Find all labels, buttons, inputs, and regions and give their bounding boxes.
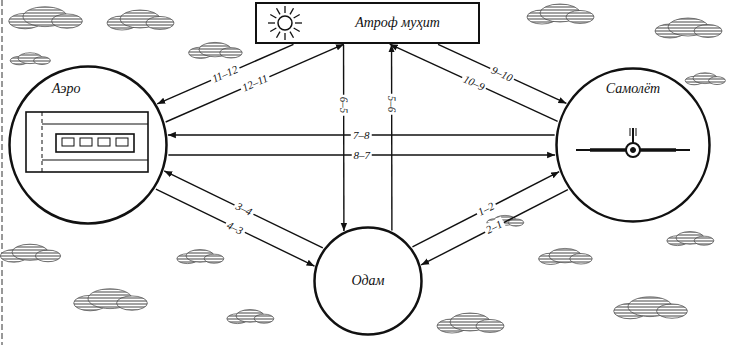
frame-edge (2, 0, 3, 345)
circle-ground (313, 226, 423, 336)
node-label: Одам (351, 273, 384, 288)
flow-arrow (166, 44, 344, 122)
sun-icon (268, 6, 302, 40)
circle-ground (8, 65, 168, 225)
node-label: Самолёт (606, 81, 660, 96)
flow-arrow (412, 172, 559, 247)
flow-number: 10–9 (459, 72, 488, 94)
aircraft-circle: Самолёт (555, 67, 711, 223)
flow-arrow (438, 44, 566, 103)
flow-number: 9–10 (488, 63, 517, 85)
airport-circle: Аэро (8, 65, 168, 225)
flow-number: 7–8 (351, 129, 372, 142)
flow-number: 12–11 (238, 71, 271, 95)
flow-arrow (156, 189, 315, 266)
flow-arrow (421, 190, 568, 265)
airplane-icon (576, 128, 690, 157)
flow-arrow (343, 45, 345, 231)
environment-box: Атроф муҳит (255, 2, 480, 44)
flow-number: 6–5 (337, 94, 350, 115)
flow-number: 11–12 (209, 62, 242, 86)
flow-arrow (164, 171, 323, 248)
human-circle: Одам (313, 226, 423, 336)
flow-number: 4–3 (223, 217, 247, 237)
flow-arrow (390, 44, 558, 121)
airport-building-icon (26, 112, 148, 172)
node-label: Атроф муҳит (355, 15, 440, 30)
flow-number: 8–7 (352, 149, 373, 162)
circle-ground (555, 67, 711, 223)
flow-arrow (391, 45, 393, 231)
flow-arrow (157, 44, 293, 103)
node-label: Аэро (52, 81, 81, 96)
circle-outline (8, 65, 168, 225)
clouds (0, 4, 725, 333)
flow-number: 5–6 (385, 94, 398, 115)
flow-number: 1–2 (474, 199, 498, 220)
flow-number: 3–4 (232, 199, 256, 219)
box-ground (255, 2, 480, 44)
